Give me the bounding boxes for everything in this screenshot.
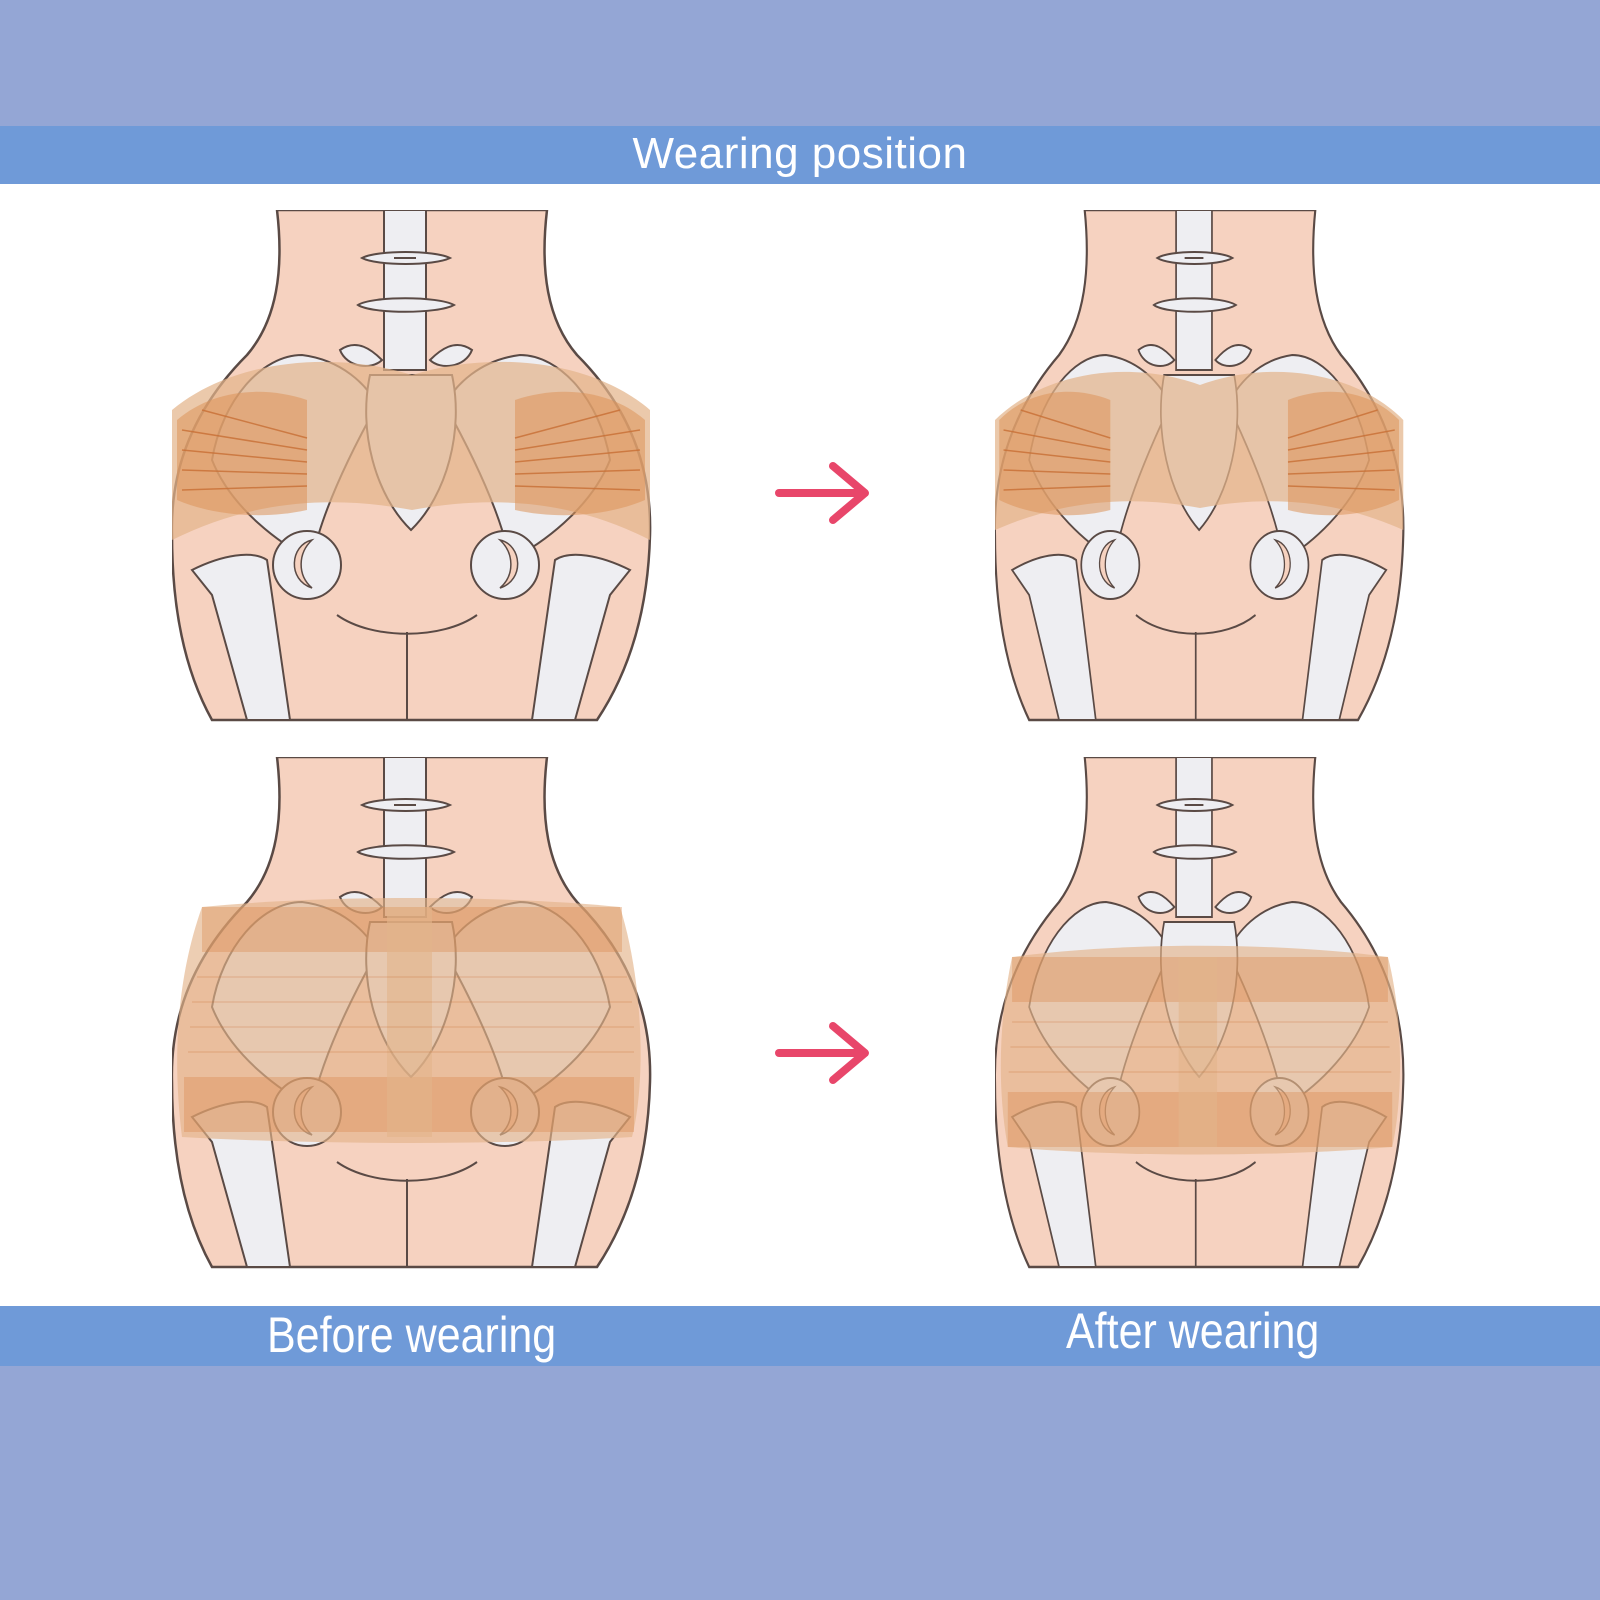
after-wearing-upper-figure xyxy=(995,210,1405,722)
page-title: Wearing position xyxy=(632,129,968,178)
title-band xyxy=(0,126,1600,184)
before-wearing-lower-figure xyxy=(172,757,652,1269)
before-wearing-upper-figure xyxy=(172,210,652,722)
after-wearing-lower-figure xyxy=(995,757,1405,1269)
arrow-right-icon xyxy=(775,462,869,524)
before-wearing-label: Before wearing xyxy=(267,1307,557,1363)
after-wearing-label: After wearing xyxy=(1066,1303,1320,1359)
arrow-right-icon xyxy=(775,1022,869,1084)
label-band xyxy=(0,1306,1600,1366)
